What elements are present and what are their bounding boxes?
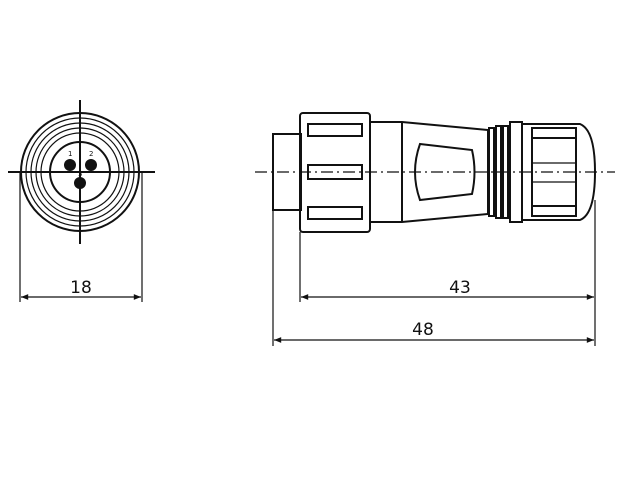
grip-slot [307,206,363,220]
dimension-43: 43 [449,278,471,298]
dimension-48: 48 [412,320,434,340]
side-view: 43 48 [255,112,615,346]
pin-2 [85,159,97,171]
front-view: 1 2 3 18 [8,100,155,302]
pin-label-1: 1 [68,150,72,158]
window [414,142,476,202]
dimension-18: 18 [70,278,92,298]
pin-label-2: 2 [89,150,93,158]
pin-label-3: 3 [78,170,82,178]
pin-3 [74,177,86,189]
grip-slot [307,123,363,137]
pin-1 [64,159,76,171]
